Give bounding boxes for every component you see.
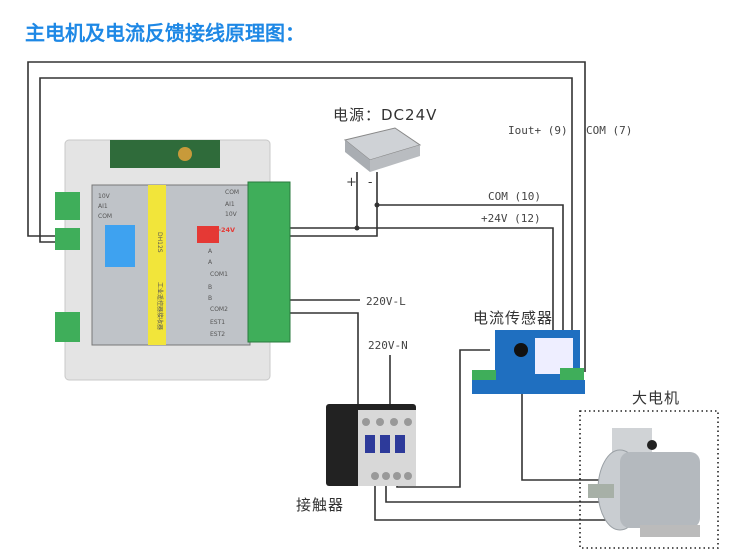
term-b1: B — [208, 284, 212, 291]
220v-n-label: 220V-N — [368, 339, 408, 352]
motor — [588, 428, 700, 537]
current-sensor — [472, 330, 585, 394]
wire-0v — [290, 205, 378, 237]
term-com: COM — [225, 189, 239, 196]
power-supply-label: 电源：DC24V — [333, 106, 437, 124]
v24-label: +24V (12) — [481, 212, 541, 225]
sensor-label: 电流传感器 — [473, 309, 553, 327]
wire-contactor-coil — [290, 312, 359, 410]
term-com1: COM1 — [210, 271, 228, 278]
contactor — [326, 404, 416, 486]
term-est1: EST1 — [210, 319, 225, 326]
com7-label: COM (7) — [586, 124, 632, 137]
wire-contactor-motor-3 — [374, 478, 615, 521]
term-est2: EST2 — [210, 331, 225, 338]
term-dc24v: DC-24V — [208, 226, 235, 234]
page-title: 主电机及电流反馈接线原理图： — [25, 21, 305, 45]
minus-label: - — [368, 175, 372, 190]
com10-label: COM (10) — [488, 190, 541, 203]
term-ai1: AI1 — [225, 201, 235, 208]
motor-label: 大电机 — [632, 389, 680, 407]
wire-24v — [356, 172, 554, 372]
wire-com10 — [376, 172, 564, 372]
motor-dotted-box — [579, 410, 719, 549]
wire-iout9 — [39, 77, 573, 372]
contactor-label: 接触器 — [296, 496, 344, 514]
220v-l-label: 220V-L — [366, 295, 406, 308]
term-left-ai1: AI1 — [98, 203, 108, 210]
wire-contactor-motor-2 — [385, 478, 600, 503]
plus-label: + — [346, 175, 357, 190]
term-a1: A — [208, 248, 213, 255]
receiver-board: DH12S 工业遥控器接收器 COM AI1 10V DC-24V 0V A A… — [55, 139, 291, 381]
power-supply — [343, 127, 422, 172]
term-left-com: COM — [98, 213, 112, 220]
term-0v: 0V — [208, 235, 218, 243]
board-name: 工业遥控器接收器 — [156, 282, 164, 330]
iout-label: Iout+ (9) — [508, 124, 568, 137]
board-model: DH12S — [156, 232, 163, 253]
term-left-10v: 10V — [98, 193, 111, 200]
term-10v: 10V — [225, 211, 238, 218]
term-a2: A — [208, 259, 213, 266]
term-b2: B — [208, 295, 212, 302]
term-com2: COM2 — [210, 306, 228, 313]
wire-com7 — [27, 61, 586, 372]
